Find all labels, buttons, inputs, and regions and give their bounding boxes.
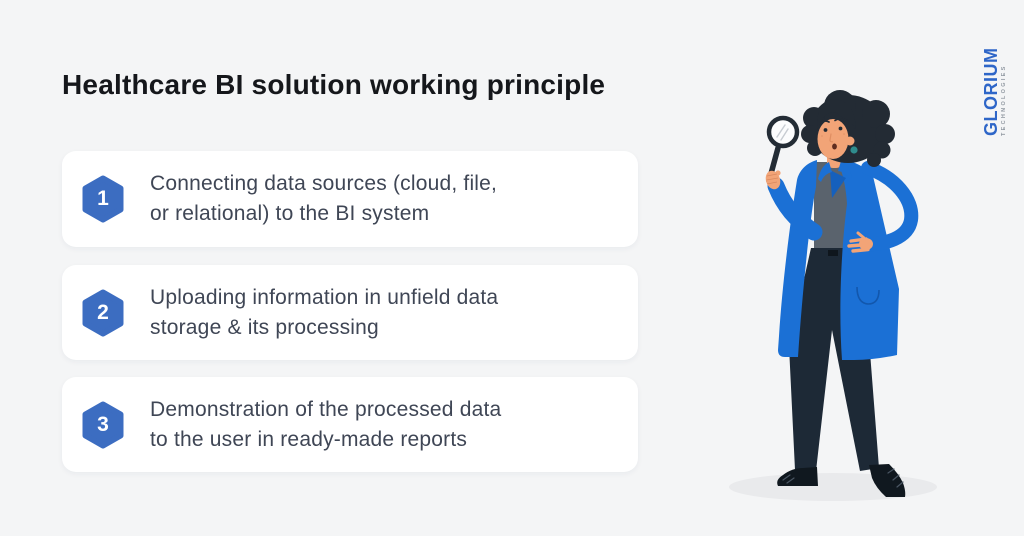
right-shoe — [869, 464, 906, 497]
step-number-badge: 2 — [81, 289, 125, 337]
step-number-badge: 1 — [81, 175, 125, 223]
sleeve-arm-on-hip — [858, 161, 919, 252]
pants-pocket — [828, 250, 838, 256]
woman-with-magnifying-glass-illustration — [729, 90, 937, 501]
face-features — [820, 118, 845, 150]
step-number: 3 — [97, 412, 109, 436]
raised-hand — [765, 170, 781, 190]
coat-pocket — [856, 286, 880, 305]
coat-lapel — [830, 170, 846, 198]
shoe-highlights — [782, 468, 904, 488]
coat-right-panel — [837, 158, 899, 360]
brand-logo: GLORIUM TECHNOLOGIES — [981, 44, 1008, 137]
step-text: Demonstration of the processed data to t… — [150, 395, 501, 455]
ground-shadow — [729, 473, 937, 501]
hair — [801, 90, 895, 167]
step-card-1: 1 Connecting data sources (cloud, file, … — [62, 151, 638, 247]
hair-fringe — [817, 99, 856, 130]
brand-name: GLORIUM — [981, 47, 1001, 137]
hexagon-icon — [82, 401, 124, 448]
sleeve-raised-arm — [767, 177, 823, 241]
face — [817, 119, 849, 159]
step-card-2: 2 Uploading information in unfield data … — [62, 265, 638, 360]
hexagon-icon — [82, 175, 124, 223]
step-number: 2 — [97, 300, 109, 324]
coat-left-panel — [778, 160, 817, 357]
hexagon-icon — [82, 289, 124, 336]
collar-right — [838, 161, 852, 179]
collar-left — [818, 162, 832, 182]
hand-on-hip — [847, 231, 873, 253]
step-text-line1: Demonstration of the processed data — [150, 397, 502, 421]
step-text-line2: to the user in ready-made reports — [150, 427, 468, 451]
step-text: Connecting data sources (cloud, file, or… — [150, 169, 497, 229]
page-title: Healthcare BI solution working principle — [62, 69, 606, 100]
step-number: 1 — [97, 187, 109, 210]
step-number-badge: 3 — [81, 401, 125, 449]
step-text-line2: or relational) to the BI system — [150, 202, 430, 225]
step-card-3: 3 Demonstration of the processed data to… — [62, 377, 638, 472]
step-text-line1: Uploading information in unfield data — [150, 285, 499, 309]
left-shoe — [777, 467, 818, 486]
step-text-line1: Connecting data sources (cloud, file, — [150, 172, 498, 195]
step-text: Uploading information in unfield data st… — [150, 283, 498, 343]
brand-logo-inner: GLORIUM TECHNOLOGIES — [981, 44, 1008, 137]
earring — [850, 146, 858, 154]
step-text-line2: storage & its processing — [150, 315, 379, 339]
brand-subname: TECHNOLOGIES — [1001, 64, 1007, 136]
